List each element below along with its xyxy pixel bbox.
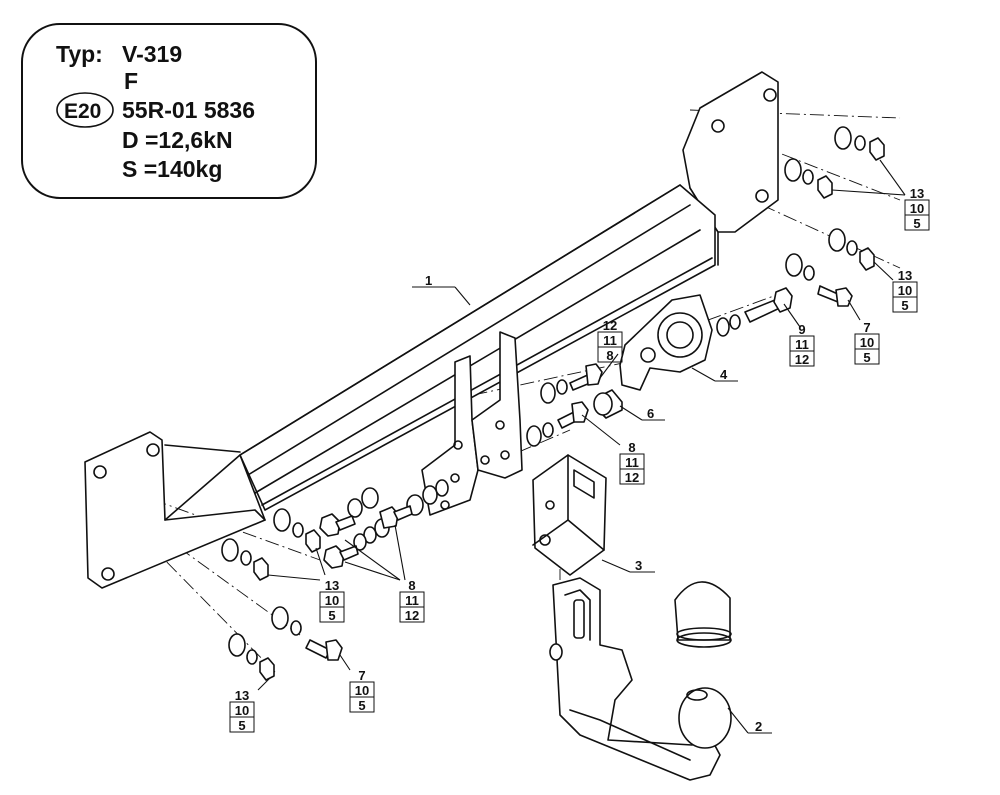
callout-stack-value: 11 [795,337,809,352]
callout-stack-value: 12 [405,608,419,623]
spec-typ-value: V-319 [122,41,182,67]
callout-stack-value: 5 [328,608,335,623]
spec-box: Typ: V-319 F E20 55R-01 5836 D =12,6kN S… [21,23,317,199]
spec-s-value: S =140kg [122,156,222,182]
ball-bracket [532,454,607,576]
callout-ball: 2 [755,719,762,734]
callout-stack-value: 7 [358,668,365,683]
callout-stack-box [904,214,930,231]
fasteners [221,126,885,681]
callout-frame: 1 [425,273,432,288]
callout-stack-box [229,716,255,733]
callout-stack-box [854,348,880,365]
callout-stack-box [597,346,623,363]
callout-stack-value: 9 [798,322,805,337]
ball-arm [549,577,732,781]
callout-stack-value: 12 [795,352,809,367]
callout-stack-box [399,606,425,623]
callout-stack-value: 5 [913,216,920,231]
callout-stack-value: 10 [325,593,339,608]
callout-stack-value: 5 [358,698,365,713]
callout-stack-value: 13 [910,186,924,201]
stacked-callouts: 1310513105911127105121188111281112131051… [229,186,930,733]
callout-stack-box [619,468,645,485]
spec-typ-label: Typ: [56,41,103,67]
callout-stack-value: 7 [863,320,870,335]
approval-oval [56,92,114,128]
callout-stack-value: 5 [901,298,908,313]
callout-stack-value: 10 [860,335,874,350]
spacer [593,389,623,419]
callout-stack-box [789,350,815,367]
callout-stack-value: 12 [625,470,639,485]
callout-stack-value: 5 [863,350,870,365]
callout-stack-value: 10 [898,283,912,298]
callouts: 1 2 3 4 6 [425,273,762,734]
callout-stack-box [892,296,918,313]
callout-stack-box [319,606,345,623]
callout-socket-plate: 4 [720,367,728,382]
callout-stack-value: 11 [603,333,617,348]
callout-stack-value: 10 [910,201,924,216]
callout-stack-value: 11 [625,455,639,470]
callout-stack-value: 5 [238,718,245,733]
callout-stack-value: 13 [325,578,339,593]
spec-d-value: D =12,6kN [122,127,233,153]
socket-plate [619,294,713,391]
callout-stack-value: 13 [235,688,249,703]
callout-stack-value: 13 [898,268,912,283]
spec-approval-number: 55R-01 5836 [122,97,255,123]
callout-stack-value: 12 [603,318,617,333]
spec-approval-mark: E20 [64,100,101,123]
main-frame [84,71,779,589]
callout-stack-value: 8 [408,578,415,593]
spec-class: F [124,68,138,94]
callout-stack-value: 11 [405,593,419,608]
callout-stack-value: 10 [235,703,249,718]
leader-lines [257,159,906,734]
callout-stack-box [349,696,375,713]
callout-spacer: 6 [647,406,654,421]
callout-stack-value: 8 [628,440,635,455]
callout-stack-value: 10 [355,683,369,698]
callout-stack-value: 8 [606,348,613,363]
callout-bracket: 3 [635,558,642,573]
